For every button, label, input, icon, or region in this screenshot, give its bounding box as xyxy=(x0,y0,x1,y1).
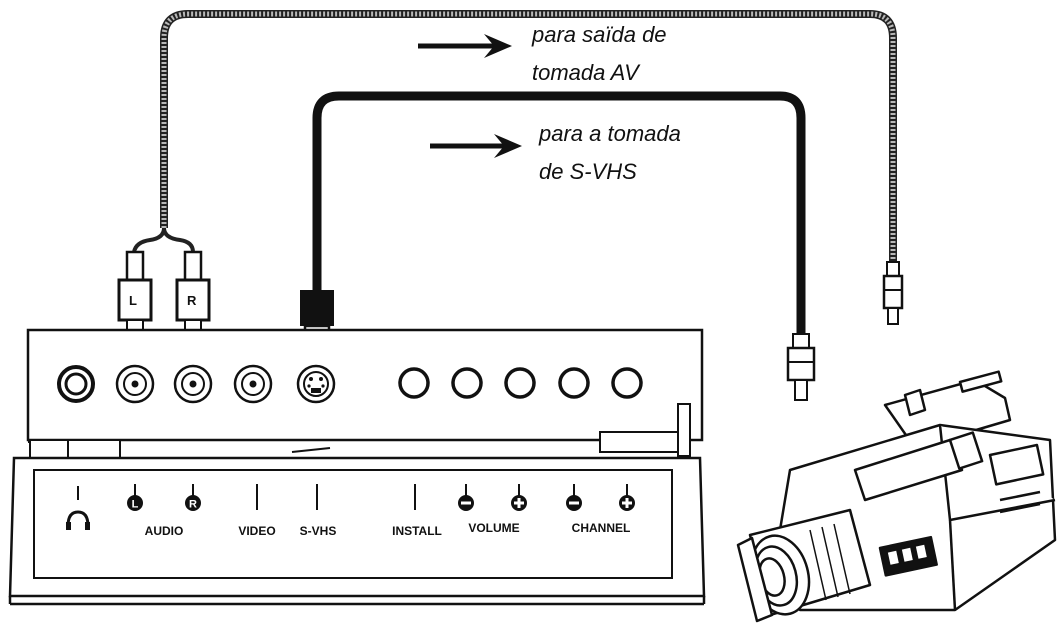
volume-up-button[interactable] xyxy=(504,367,536,399)
audio-r-jack[interactable] xyxy=(173,364,213,404)
channel-down-button[interactable] xyxy=(558,367,590,399)
plus-icon xyxy=(511,495,527,511)
av-cable xyxy=(132,10,897,262)
label-channel: CHANNEL xyxy=(572,521,631,535)
audio-l-badge-text: L xyxy=(132,499,139,511)
headphones-icon xyxy=(66,510,90,530)
plug-letter-r: R xyxy=(187,293,197,308)
label-install: INSTALL xyxy=(392,524,442,538)
video-jack[interactable] xyxy=(233,364,273,404)
headphone-jack[interactable] xyxy=(57,365,95,403)
minus-icon xyxy=(566,495,582,511)
caption-av-line2: tomada AV xyxy=(532,60,641,85)
camcorder-icon xyxy=(736,370,1057,623)
audio-r-plug: R xyxy=(175,250,211,346)
minus-icon xyxy=(458,495,474,511)
svhs-jack[interactable] xyxy=(296,364,336,404)
tv-label-strip: L R AUDIO xyxy=(8,456,706,606)
caption-svhs-line2: de S-VHS xyxy=(539,159,637,184)
svhs-camcorder-plug xyxy=(786,333,816,401)
svhs-cable xyxy=(312,91,806,338)
tv-front-panel xyxy=(26,328,704,459)
label-audio: AUDIO xyxy=(145,524,184,538)
label-svhs: S-VHS xyxy=(300,524,337,538)
audio-l-jack[interactable] xyxy=(115,364,155,404)
label-volume: VOLUME xyxy=(468,521,519,535)
caption-av-line1: para saïda de xyxy=(531,22,667,47)
audio-l-badge xyxy=(127,495,143,511)
channel-up-button[interactable] xyxy=(611,367,643,399)
arrow-right-icon-svhs xyxy=(430,134,522,158)
volume-down-button[interactable] xyxy=(451,367,483,399)
plug-letter-l: L xyxy=(129,293,137,308)
plus-icon xyxy=(619,495,635,511)
caption-svhs-line1: para a tomada xyxy=(538,121,681,146)
audio-r-badge xyxy=(185,495,201,511)
label-video: VIDEO xyxy=(238,524,275,538)
arrow-right-icon-av xyxy=(418,34,512,58)
install-button[interactable] xyxy=(398,367,430,399)
av-camcorder-plug xyxy=(882,261,904,325)
audio-r-badge-text: R xyxy=(189,499,197,511)
